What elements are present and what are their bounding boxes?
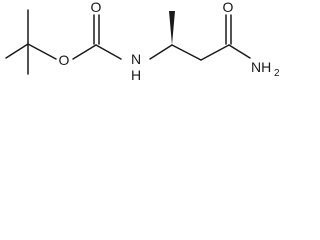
bond-carbonyl-to-nitrogen xyxy=(95,44,122,60)
bond-ester-oxygen-to-carbonyl xyxy=(72,44,97,60)
bond-stereocenter-to-ch2 xyxy=(171,44,202,61)
amide-group: O NH 2 xyxy=(223,0,280,79)
tert-butyl-group xyxy=(5,9,57,75)
amide-carbonyl-oxygen-label: O xyxy=(223,0,234,15)
nitrogen-hydrogen-label: H xyxy=(131,67,141,83)
nitrogen-label: N xyxy=(131,51,141,67)
bond-tbu-to-ester-oxygen xyxy=(27,43,57,60)
amide-nitrogen-subscript: 2 xyxy=(274,68,280,79)
bond-tbu-methyl-left xyxy=(5,43,29,59)
wedge-bond-methyl xyxy=(169,11,175,45)
bond-amide-carbon-to-nitrogen xyxy=(228,44,251,59)
bond-nitrogen-to-stereocenter xyxy=(149,44,173,60)
carbamate-group: O O xyxy=(59,0,122,68)
bond-ch2-to-amide-carbon xyxy=(200,44,230,61)
chemical-structure-diagram: O O N H O NH 2 xyxy=(5,0,280,83)
carbamate-carbonyl-oxygen-label: O xyxy=(91,0,102,15)
amide-nitrogen-label: NH xyxy=(251,59,271,75)
nh-group: N H xyxy=(131,44,173,83)
ester-oxygen-label: O xyxy=(59,52,70,68)
stereocenter-group xyxy=(169,11,230,61)
